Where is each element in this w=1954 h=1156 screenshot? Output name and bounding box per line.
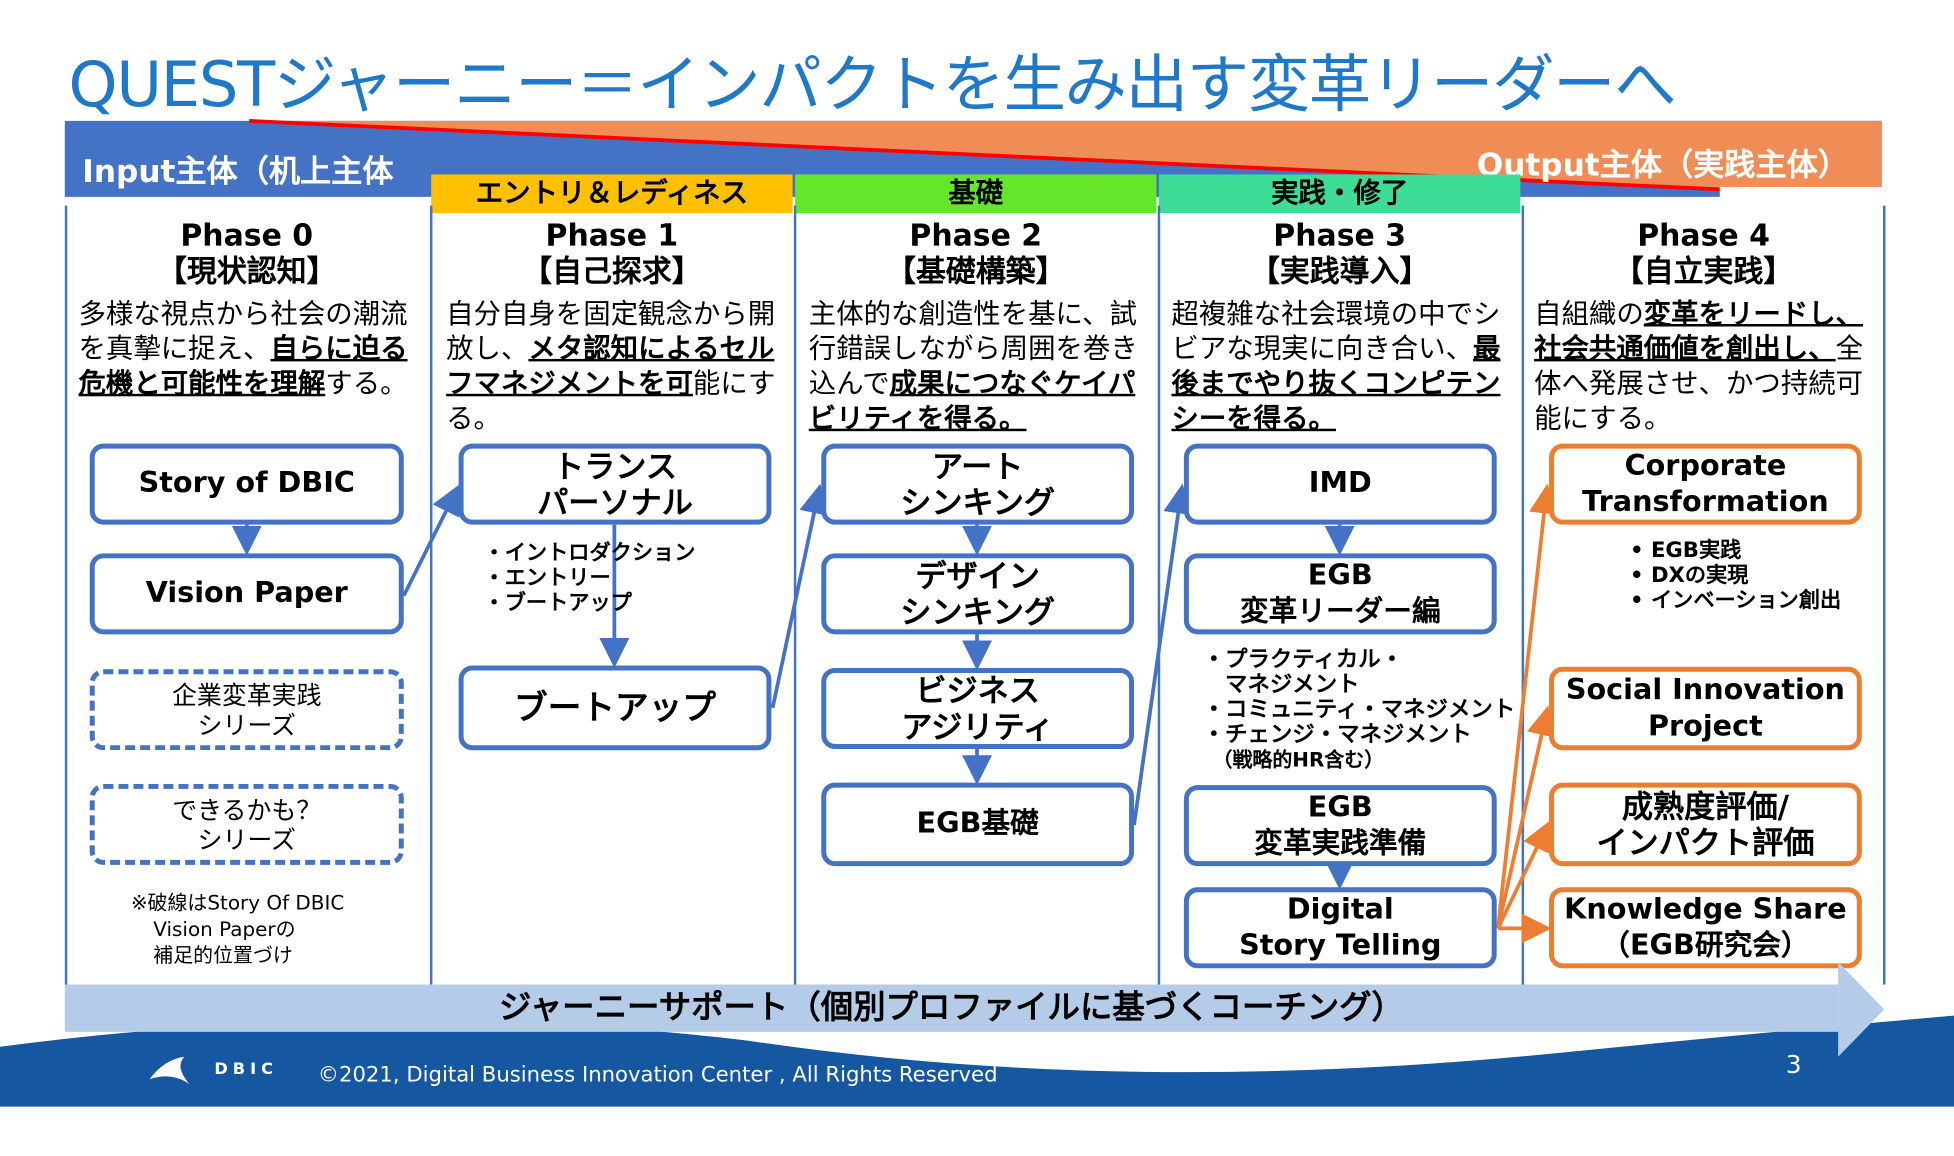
arrow	[1496, 483, 1559, 929]
phase-subtitle: 【自己探求】	[522, 254, 702, 290]
egb-basic-box[interactable]: EGB基礎	[821, 782, 1135, 867]
column-divider	[429, 205, 433, 985]
phase-name: Phase 4	[1637, 218, 1770, 253]
phase-name: Phase 3	[1273, 218, 1407, 253]
arrow	[1496, 820, 1551, 930]
column-divider	[1157, 205, 1161, 985]
phase-subtitle: 【現状認知】	[157, 254, 337, 290]
phase-subtitle: 【実践導入】	[1249, 254, 1430, 290]
dekirukamo-series-box[interactable]: できるかも？シリーズ	[89, 783, 404, 865]
phase-name: Phase 1	[545, 218, 679, 253]
knowledge-share-box[interactable]: Knowledge Share（EGB研究会）	[1549, 887, 1862, 969]
business-agility-box[interactable]: ビジネスアジリティ	[821, 667, 1135, 749]
phase-0-description: 多様な視点から社会の潮流を真摯に捉え、自らに迫る危機と可能性を理解する。	[78, 299, 408, 401]
corporate-transformation-series-box[interactable]: 企業変革実践シリーズ	[89, 669, 404, 751]
phase-1-description: 自分自身を固定観念から開放し、メタ認知によるセルフマネジメントを可能にする。	[446, 299, 776, 435]
page-title: QUESTジャーニー＝インパクトを生み出す変革リーダーへ	[68, 48, 1677, 121]
column-divider	[1883, 205, 1886, 985]
phase-3-heading: Phase 3【実践導入】	[1159, 218, 1520, 290]
phase-4-bullets: • EGB実践• DXの実現• インベーション創出	[1630, 538, 1842, 614]
input-label: Input主体（机上主体	[82, 153, 394, 190]
logo-text: DBIC	[214, 1060, 278, 1080]
phase-name: Phase 0	[180, 218, 314, 253]
stage-entry: エントリ＆レディネス	[431, 174, 793, 214]
design-thinking-box[interactable]: デザインシンキング	[821, 553, 1135, 635]
stage-basic: 基礎	[795, 174, 1157, 214]
phase-0-heading: Phase 0【現状認知】	[66, 218, 427, 290]
phase-2-description: 主体的な創造性を基に、試行錯誤しながら周囲を巻き込んで成果につなぐケイパビリティ…	[808, 299, 1138, 435]
phase-3-bullets: ・プラクティカル・ マネジメント・コミュニティ・マネジメント・チェンジ・マネジメ…	[1202, 646, 1516, 772]
story-of-dbic-box[interactable]: Story of DBIC	[89, 443, 404, 525]
phase-name: Phase 2	[909, 218, 1043, 253]
maturity-impact-box[interactable]: 成熟度評価/インパクト評価	[1549, 782, 1862, 867]
phase-2-heading: Phase 2【基礎構築】	[795, 218, 1156, 290]
arrow	[1496, 705, 1557, 929]
art-thinking-box[interactable]: アートシンキング	[821, 443, 1135, 525]
bootup-box[interactable]: ブートアップ	[458, 665, 772, 751]
phase-1-bullets: ・イントロダクション・エントリー・ブートアップ	[483, 540, 696, 616]
dbic-logo-icon	[149, 1056, 190, 1085]
column-divider	[64, 205, 68, 985]
phase-subtitle: 【基礎構築】	[886, 254, 1066, 290]
phase-4-description: 自組織の変革をリードし、社会共通価値を創出し、全体へ発展させ、かつ持続可能にする…	[1534, 299, 1864, 435]
page-number: 3	[1785, 1049, 1802, 1080]
band-divider	[249, 119, 1882, 199]
phase-4-heading: Phase 4【自立実践】	[1523, 218, 1884, 290]
vision-paper-box[interactable]: Vision Paper	[89, 553, 404, 635]
stage-practice: 実践・修了	[1158, 174, 1521, 214]
transpersonal-box[interactable]: トランスパーソナル	[458, 443, 772, 525]
arrow	[770, 483, 829, 709]
support-arrowhead	[1838, 962, 1885, 1057]
output-label: Output主体（実践主体）	[1476, 147, 1849, 184]
copyright: ©2021, Digital Business Innovation Cente…	[317, 1063, 998, 1088]
phase-3-description: 超複雑な社会環境の中でシビアな現実に向き合い、最後までやり抜くコンピテンシーを得…	[1171, 299, 1501, 435]
journey-support-bar: ジャーニーサポート（個別プロファイルに基づくコーチング）	[64, 984, 1839, 1032]
phase-subtitle: 【自立実践】	[1613, 254, 1794, 290]
arrow	[1132, 483, 1194, 826]
imd-box[interactable]: IMD	[1183, 443, 1497, 525]
phase-1-heading: Phase 1【自己探求】	[431, 218, 792, 290]
column-divider	[1521, 205, 1525, 985]
arrow	[402, 484, 460, 597]
